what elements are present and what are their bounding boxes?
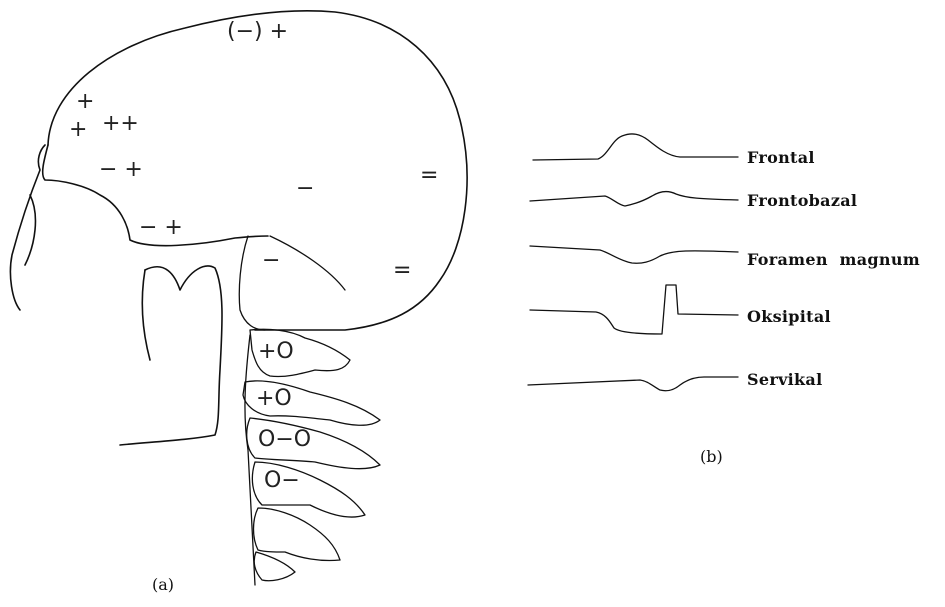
mark-skull-base: −	[262, 248, 280, 273]
skull-drawing	[10, 11, 467, 445]
mark-c2: +O	[256, 386, 292, 411]
trace-frontal	[533, 134, 738, 160]
vertebra-c5	[254, 508, 341, 561]
trace-oksipital	[530, 285, 738, 334]
mark-occipital-lower: =	[393, 258, 411, 283]
trace-foramen-magnum	[530, 246, 738, 263]
trace-servikal	[528, 377, 738, 391]
trace-label-servikal: Servikal	[747, 370, 822, 389]
spine-front-edge	[245, 335, 255, 585]
mark-c4: O−	[264, 468, 300, 493]
trace-label-frontobazal: Frontobazal	[747, 191, 857, 210]
trace-label-frontal: Frontal	[747, 148, 815, 167]
mark-crown: (−) +	[227, 19, 288, 44]
vertebra-c6	[254, 552, 295, 581]
mandible-outline	[120, 266, 222, 445]
mandible-ramus	[142, 270, 150, 360]
cervical-spine	[243, 329, 380, 585]
occipital-contour	[270, 236, 345, 290]
mark-c3: O−O	[258, 427, 311, 452]
mark-occipital-upper: =	[420, 163, 438, 188]
panel-b-caption: (b)	[700, 447, 723, 466]
mark-center: −	[296, 176, 314, 201]
skull-potential-marks: (−) + + + ++ − + − + − = = −	[69, 19, 438, 283]
mark-brow: − +	[99, 157, 143, 182]
mark-c1: +O	[258, 339, 294, 364]
nasal-outline	[10, 145, 45, 310]
panel-a-caption: (a)	[152, 575, 174, 594]
trace-label-oksipital: Oksipital	[747, 307, 831, 326]
trace-label-foramen-magnum: Foramen magnum	[747, 250, 920, 269]
mark-orbit: − +	[139, 215, 183, 240]
mark-forehead-2: +	[69, 117, 87, 142]
mark-forehead-1: +	[76, 89, 94, 114]
mark-forehead-3: ++	[102, 111, 139, 136]
trace-frontobazal	[530, 192, 738, 206]
waveform-panel: Frontal Frontobazal Foramen magnum Oksip…	[528, 134, 920, 466]
